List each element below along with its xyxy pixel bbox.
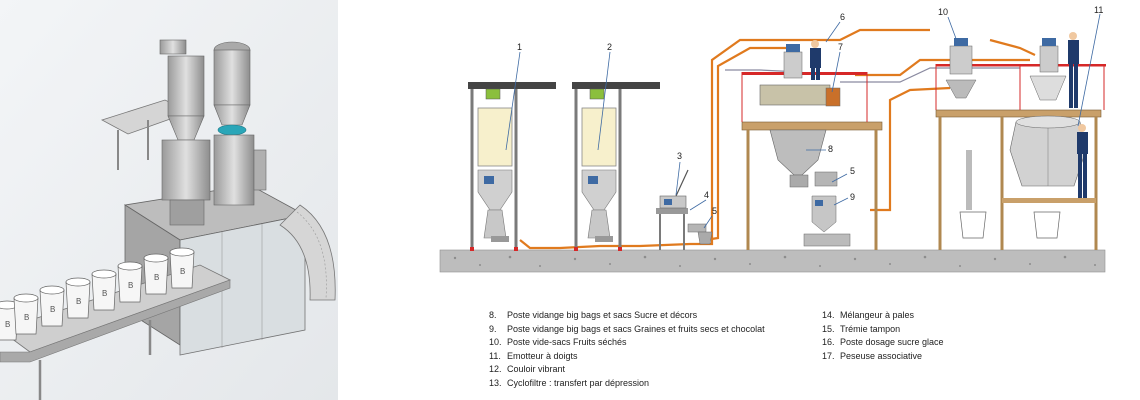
floor bbox=[439, 249, 1106, 273]
bucket-letter: B bbox=[102, 289, 107, 298]
bucket-letter: B bbox=[128, 281, 133, 290]
bigbag-station-1 bbox=[468, 82, 556, 250]
callout-3: 3 bbox=[677, 151, 682, 161]
legend-item: 16. Poste dosage sucre glace bbox=[822, 336, 944, 350]
legend-number: 17. bbox=[822, 350, 835, 361]
render-3d-view: B B B B B B B bbox=[0, 0, 338, 400]
bucket: B bbox=[143, 253, 169, 295]
bucket: B bbox=[169, 247, 195, 289]
callout-5b: 5 bbox=[850, 166, 855, 176]
callout-7: 7 bbox=[838, 42, 843, 52]
bucket: B bbox=[117, 261, 143, 303]
callout-11: 11 bbox=[1094, 5, 1103, 15]
machine-cabinet bbox=[123, 184, 307, 356]
legend-number: 13. bbox=[489, 377, 502, 388]
cyclone-tower-left bbox=[159, 39, 211, 226]
legend-text: Mélangeur à pales bbox=[840, 310, 915, 320]
cyclone-tower-right bbox=[213, 41, 267, 206]
legend-item: 10. Poste vide-sacs Fruits séchés bbox=[489, 336, 765, 350]
callout-labels: 1 2 3 4 5 6 7 8 5 9 10 11 bbox=[517, 5, 1103, 216]
bucket-letter: B bbox=[180, 267, 185, 276]
legend-number: 8. bbox=[489, 310, 497, 320]
legend-text: Poste vidange big bags et sacs Sucre et … bbox=[507, 310, 698, 320]
legend-number: 10. bbox=[489, 337, 502, 348]
bucket-group: B B B B B B B bbox=[0, 247, 195, 341]
legend-number: 9. bbox=[489, 323, 497, 334]
callout-10: 10 bbox=[938, 7, 948, 17]
legend-text: Poste dosage sucre glace bbox=[840, 337, 944, 348]
legend-number: 16. bbox=[822, 337, 835, 348]
callout-6: 6 bbox=[840, 12, 845, 22]
callout-2: 2 bbox=[607, 42, 612, 52]
bucket-letter: B bbox=[50, 305, 55, 314]
legend-number: 14. bbox=[822, 310, 835, 320]
bucket-letter: B bbox=[154, 273, 159, 282]
bucket: B bbox=[91, 269, 117, 311]
floor-markers bbox=[470, 247, 622, 251]
callout-9: 9 bbox=[850, 192, 855, 202]
legend-item: 9. Poste vidange big bags et sacs Graines… bbox=[489, 323, 765, 337]
callout-1: 1 bbox=[517, 42, 522, 52]
legend-item: 8. Poste vidange big bags et sacs Sucre e… bbox=[489, 309, 765, 323]
legend-number: 15. bbox=[822, 323, 835, 334]
legend-number: 11. bbox=[489, 350, 501, 361]
callout-4: 4 bbox=[704, 190, 709, 200]
process-schematic: 1 2 3 4 5 6 7 8 5 9 10 11 bbox=[439, 5, 1106, 273]
bucket: B bbox=[39, 285, 65, 327]
operator-figure bbox=[810, 40, 821, 80]
operator-figure-lower bbox=[1077, 124, 1088, 198]
legend-text: Poste vide-sacs Fruits séchés bbox=[507, 337, 627, 348]
bucket: B bbox=[0, 300, 19, 341]
legend-text: Poste vidange big bags et sacs Graines e… bbox=[507, 323, 765, 334]
legend-text: Emotteur à doigts bbox=[507, 350, 578, 361]
mixer-platform bbox=[741, 44, 883, 250]
legend-right: 14. Mélangeur à pales 15. Trémie tampon 16… bbox=[822, 309, 944, 363]
bucket-letter: B bbox=[76, 297, 81, 306]
legend-item: 12. Couloir vibrant bbox=[489, 363, 765, 377]
legend-item: 13. Cyclofiltre : transfert par dépressio… bbox=[489, 377, 765, 391]
bucket: B bbox=[13, 293, 39, 335]
sack-tipping-station bbox=[656, 169, 713, 250]
bucket-letter: B bbox=[24, 313, 29, 322]
legend-item: 11. Emotteur à doigts bbox=[489, 350, 765, 364]
transfer-lines bbox=[519, 28, 1036, 250]
legend-text: Peseuse associative bbox=[840, 350, 923, 361]
legend-text: Trémie tampon bbox=[840, 323, 901, 334]
callout-leaders bbox=[505, 13, 1101, 229]
bigbag-station-2 bbox=[572, 82, 660, 250]
legend-item: 15. Trémie tampon bbox=[822, 323, 944, 337]
legend-item: 14. Mélangeur à pales bbox=[822, 309, 944, 323]
legend-text: Couloir vibrant bbox=[507, 364, 566, 375]
legend-item: 17. Peseuse associative bbox=[822, 350, 944, 364]
weigher-platform bbox=[935, 38, 1106, 250]
legend-number: 12. bbox=[489, 364, 502, 375]
legend-text: Cyclofiltre : transfert par dépression bbox=[507, 377, 650, 388]
bucket: B bbox=[65, 277, 91, 319]
bucket-letter: B bbox=[5, 320, 10, 329]
curved-conveyor bbox=[279, 204, 336, 301]
callout-5: 5 bbox=[712, 206, 717, 216]
operator-figure-right bbox=[1068, 32, 1079, 108]
callout-8: 8 bbox=[828, 144, 833, 154]
legend-left: 8. Poste vidange big bags et sacs Sucre e… bbox=[489, 309, 765, 391]
